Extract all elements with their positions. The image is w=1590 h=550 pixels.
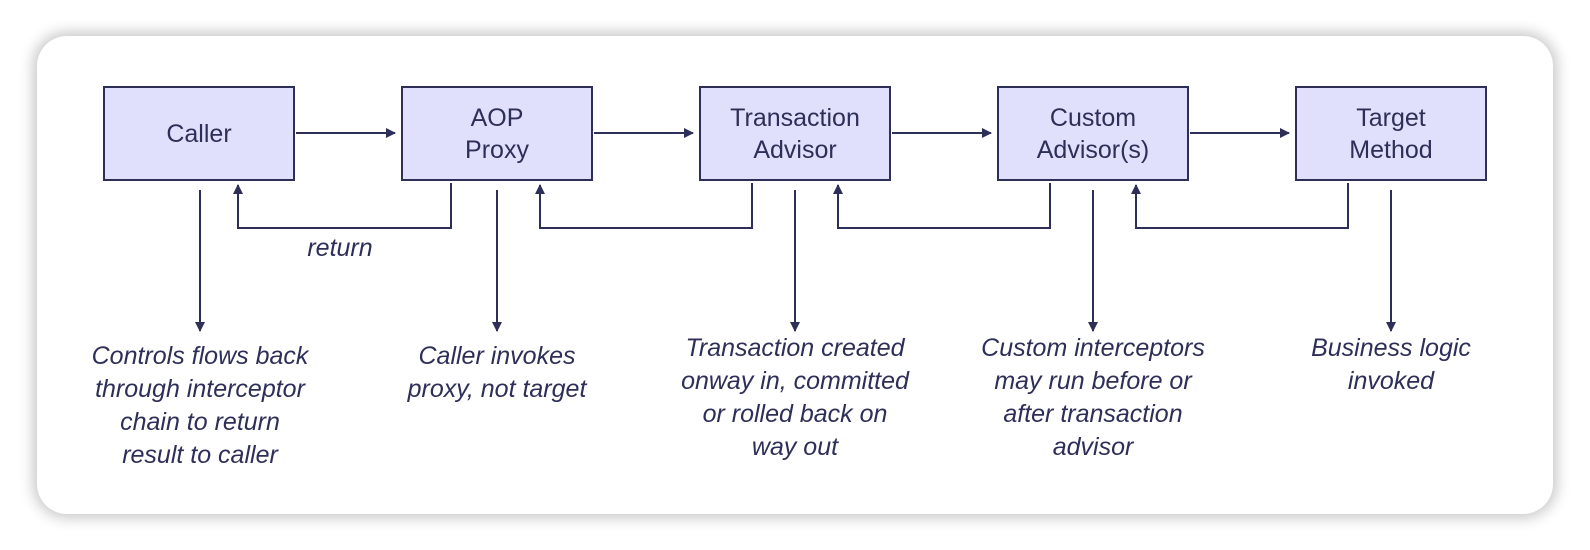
note-aop-proxy: Caller invokes proxy, not target bbox=[377, 340, 617, 406]
note-line: Caller invokes bbox=[418, 342, 576, 370]
note-line: way out bbox=[751, 433, 839, 461]
note-line: Business logic bbox=[1311, 334, 1471, 362]
note-line: proxy, not target bbox=[407, 375, 587, 403]
note-transaction-advisor: Transaction created onway in, committed … bbox=[665, 332, 925, 464]
note-caller: Controls flows back through interceptor … bbox=[80, 340, 320, 472]
box-aop-proxy-line1: AOP bbox=[470, 103, 524, 132]
return-target-to-custom bbox=[1131, 183, 1349, 229]
note-line: after transaction bbox=[1003, 400, 1183, 428]
box-caller: Caller bbox=[103, 86, 295, 181]
note-line: may run before or bbox=[994, 367, 1192, 395]
note-line: Transaction created bbox=[685, 334, 905, 362]
note-custom-advisors: Custom interceptors may run before or af… bbox=[963, 332, 1223, 464]
note-line: chain to return bbox=[120, 408, 280, 436]
note-line: advisor bbox=[1052, 433, 1134, 461]
box-caller-label: Caller bbox=[166, 119, 232, 148]
box-target-method: Target Method bbox=[1295, 86, 1487, 181]
note-line: Custom interceptors bbox=[981, 334, 1205, 362]
note-line: invoked bbox=[1347, 367, 1435, 395]
box-custom-advisors: Custom Advisor(s) bbox=[997, 86, 1189, 181]
note-target-method: Business logic invoked bbox=[1271, 332, 1511, 398]
note-line: or rolled back on bbox=[702, 400, 888, 428]
note-line: result to caller bbox=[122, 441, 278, 469]
return-proxy-to-caller bbox=[233, 183, 452, 229]
box-custom-advisors-line2: Advisor(s) bbox=[1036, 135, 1150, 164]
note-line: onway in, committed bbox=[681, 367, 909, 395]
box-custom-advisors-line1: Custom bbox=[1049, 103, 1137, 132]
box-target-method-line1: Target bbox=[1356, 103, 1426, 132]
box-target-method-line2: Method bbox=[1349, 135, 1433, 164]
box-transaction-advisor: Transaction Advisor bbox=[699, 86, 891, 181]
box-aop-proxy: AOP Proxy bbox=[401, 86, 593, 181]
return-custom-to-transaction bbox=[833, 183, 1051, 229]
return-label: return bbox=[307, 234, 373, 262]
box-aop-proxy-line2: Proxy bbox=[465, 135, 529, 164]
box-transaction-advisor-line2: Advisor bbox=[753, 135, 837, 164]
return-transaction-to-proxy bbox=[535, 183, 753, 229]
note-line: Controls flows back bbox=[91, 342, 309, 370]
box-transaction-advisor-line1: Transaction bbox=[730, 103, 860, 132]
note-line: through interceptor bbox=[95, 375, 305, 403]
